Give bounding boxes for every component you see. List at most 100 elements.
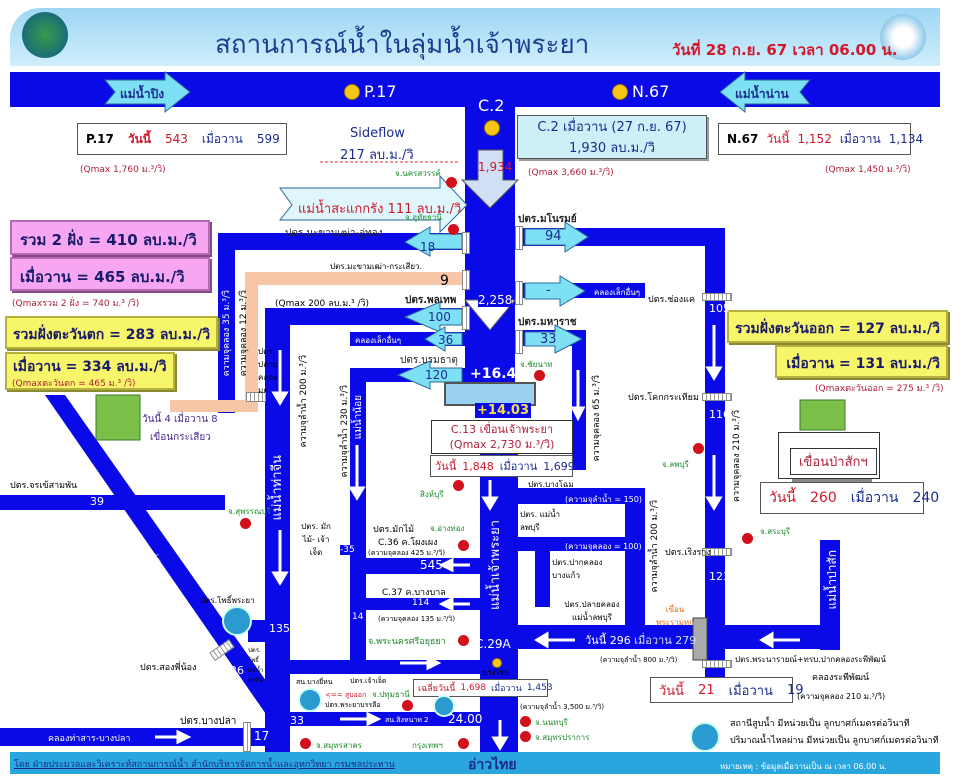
ping-arrow: [103, 70, 191, 114]
west-bank-total: รวมฝั่งตะวันตก = 283 ลบ.ม./วิ: [5, 316, 219, 349]
pho-phraya-label: ปตร.โพธิ์พระยา: [200, 596, 255, 605]
chao-phraya-upper: [465, 105, 515, 390]
khok-kathiam-capacity: ความจุคลอง 210 ม.³/วิ: [732, 410, 742, 503]
cap35-label: ความจุคลอง 35 ม.³/วิ: [222, 290, 232, 377]
c37-label: C.37 ค.บางบาล: [382, 588, 446, 598]
east-capacity-200: ความจุลำน้ำ 200 ม.³/วิ: [650, 500, 660, 593]
plai-lopburi-label: ปตร.ปลายคลอง แม่น้ำลพบุรี: [564, 600, 620, 622]
c29a-label: C.29A: [475, 637, 511, 651]
pasak-river: [820, 540, 840, 650]
c29a-flow-box: เฉลี่ยวันนี้ 1,698 เมื่อวาน 1,453: [413, 679, 553, 697]
singhanat-canal: [290, 712, 480, 726]
noi-river-label: แม่น้ำน้อย: [353, 395, 364, 440]
chorakhe-canal: [0, 495, 225, 510]
maharaj-label: ปตร.มหาราช: [518, 317, 577, 328]
rama6-yesterday-value: 279: [675, 634, 697, 647]
khok-kathiam-value: 116: [709, 408, 730, 421]
n67-label: N.67: [632, 82, 670, 101]
p17-today-value: 543: [165, 132, 188, 146]
raphiphat-yesterday-label: เมื่อวาน: [728, 683, 773, 699]
raphiphat-today-label: วันนี้: [659, 683, 685, 699]
samut-sakhon-label: จ.สมุทรสาคร: [316, 741, 362, 750]
bang-pla-value: 17: [254, 729, 270, 743]
c2-yesterday-title: C.2 เมื่อวาน (27 ก.ย. 67): [537, 120, 687, 135]
n67-today-value: 1,152: [797, 132, 832, 146]
c29a-yesterday-value: 1,453: [526, 683, 553, 693]
p17-yesterday-value: 599: [256, 132, 280, 146]
c29a-avg-value: 1,698: [460, 683, 487, 693]
khok-kathiam-gate: [702, 393, 732, 401]
sakae-krang-label: แม่น้ำสะแกกรัง 111 ลบ.ม./วิ: [298, 202, 462, 217]
c29a-yesterday-label: เมื่อวาน: [491, 684, 522, 694]
maharaj-arrow: [524, 324, 584, 354]
choeng-rang-label: ปตร.เริงราง: [665, 548, 711, 558]
raphiphat-gate-label: ปตร.พระนารายณ์+ทรบ.ปากคลองระพีพัฒน์: [735, 655, 886, 664]
c2-down-arrow: [460, 149, 520, 209]
lopburi-capacity-100: (ความจุคลอง = 100): [565, 542, 642, 551]
c13-title: C.13 เขื่อนเจ้าพระยา: [450, 423, 554, 436]
bang-sai-label: บางไทร: [482, 668, 510, 677]
west-small-canal-label: คลองเล็กอื่นๆ: [355, 336, 402, 345]
footer-note: หมายเหตุ : ข้อมูลเมื่อวานเป็น ณ เวลา 06.…: [720, 762, 887, 771]
n67-qmax: (Qmax 1,450 ม.³/วิ): [825, 165, 911, 175]
makham-uthong-gate-label: ปตร.มะขามเฒ่า-อู่ทอง: [285, 228, 383, 239]
bang-yi-hon-pump-icon: [298, 688, 322, 712]
c13-inflow-value: 2,258: [478, 293, 513, 307]
both-banks-yesterday: เมื่อวาน = 465 ลบ.ม./วิ: [10, 257, 210, 291]
c2-today-value: 1,934: [478, 160, 513, 174]
west-bank-qmax: (Qmaxตะวันตก = 465 ม.³ /วิ): [12, 379, 136, 389]
cap200-label: ความจุลำน้ำ 200 ม.³/วิ: [299, 355, 309, 448]
manorom-arrow: [524, 221, 589, 253]
rama6-capacity: (ความจุลำน้ำ 800 ม.³/วิ): [600, 656, 678, 664]
uthai-thani-label: จ.อุทัยธานี: [405, 213, 442, 222]
krasiao-dam-label: เขื่อนกระเสียว: [150, 432, 211, 443]
both-banks-qmax: (Qmaxรวม 2 ฝั่ง = 740 ม.³ /วิ): [12, 299, 140, 309]
chao-chet-canal: [290, 660, 480, 674]
manorom-gate: [515, 226, 523, 250]
pasak-today-value: 260: [810, 490, 837, 506]
chong-khae-label: ปตร.ช่องแค: [648, 295, 695, 305]
krasiao-values: วันนี้ 4 เมื่อวาน 8: [142, 414, 218, 425]
chong-khae-intake-gate: [515, 281, 523, 305]
raphiphat-gate: [702, 660, 732, 668]
gulf-label: อ่าวไทย: [468, 757, 517, 773]
phraya-banlue-label: ปตร.พระยาบรรลือ: [325, 701, 381, 709]
c13-today-value: 1,848: [462, 459, 494, 473]
sideflow-value: 217 ลบ.ม./วิ: [340, 148, 414, 163]
rama6-dam-label: เขื่อนพระรามหก: [655, 605, 695, 627]
page-title: สถานการณ์น้ำในลุ่มน้ำเจ้าพระยา: [215, 30, 590, 60]
both-banks-total: รวม 2 ฝั่ง = 410 ลบ.ม./วิ: [10, 220, 210, 255]
c29a-capacity: (ความจุลำน้ำ 3,500 ม.³/วิ): [520, 703, 605, 711]
n67-name: N.67: [727, 132, 759, 146]
rid-logo-icon: [22, 12, 68, 58]
choeng-rang-gate: [702, 548, 732, 556]
sing-buri-marker: [453, 480, 464, 491]
maharaj-capacity: ความจุคลอง 65 ม.³/วิ: [592, 375, 602, 462]
maharaj-value: 33: [540, 332, 557, 347]
c37-value: 114: [412, 598, 430, 608]
chai-nat-marker: [534, 370, 545, 381]
cap12-label: ความจุคลอง 12 ม.³/วิ: [239, 290, 249, 377]
makham-thao-label: ปตร.มักไม้: [373, 525, 415, 535]
makham-krasiao-value: 9: [440, 273, 449, 289]
pathum-thani-label: จ.ปทุมธานี: [372, 690, 410, 699]
samut-prakan-label: จ.สมุทรปราการ: [535, 733, 590, 742]
east-bank-total: รวมฝั่งตะวันออก = 127 ลบ.ม./วิ: [727, 310, 948, 343]
c13-downstream-level: +14.03: [475, 403, 532, 418]
chong-khae-value: -: [546, 283, 551, 298]
plai-khlong-gate: [246, 392, 266, 402]
ayutthaya-label: จ.พระนครศรีอยุธยา: [368, 637, 446, 647]
sakae-krang-arrow: [278, 174, 468, 234]
c2-info-box: C.2 เมื่อวาน (27 ก.ย. 67) 1,930 ลบ.ม./วิ: [517, 115, 707, 159]
flow-direction-arrows: [155, 325, 800, 751]
tha-san-canal: [0, 728, 270, 746]
chao-chet-label: ปตร.เจ้าเจ็ด: [350, 677, 387, 685]
bang-pla-label: ปตร.บางปลา: [180, 716, 237, 727]
chao-phraya-dam-icon: [444, 382, 536, 406]
krasiao-dam-icon: [95, 394, 141, 441]
east-bank-qmax: (Qmaxตะวันออก = 275 ม.³ /วิ): [815, 384, 944, 394]
boromathat-value: 120: [425, 368, 448, 382]
phonlathep-qmax: (Qmax 200 ลบ.ม.³ /วิ): [275, 299, 370, 309]
raphiphat-flow-box: วันนี้ 21 เมื่อวาน 19: [650, 677, 803, 703]
pasak-dam-label: เขื่อนป่าสักฯ: [790, 448, 877, 475]
